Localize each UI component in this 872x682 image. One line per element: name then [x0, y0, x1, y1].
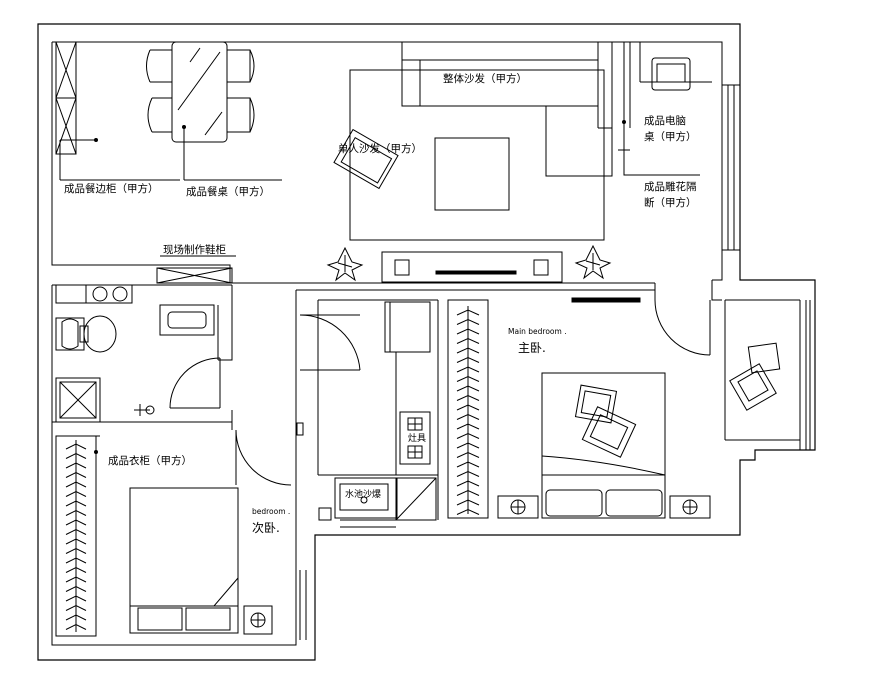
label-second-en: bedroom . [252, 507, 290, 516]
label-armchair: 单人沙发（甲方） [338, 142, 422, 155]
hanger-mark [65, 500, 87, 507]
hanger-mark [65, 576, 87, 583]
label-computer-desk-2: 桌（甲方） [644, 130, 697, 143]
sideboard-leader [59, 140, 180, 181]
label-cooktop: 灶具 [408, 432, 426, 444]
nightstands [497, 495, 711, 519]
hanger-mark [456, 432, 480, 439]
hanger-mark [456, 318, 480, 325]
hanger-mark [65, 509, 87, 516]
hanger-mark [456, 461, 480, 468]
second-bed [129, 487, 273, 635]
label-second-cn: 次卧. [252, 521, 280, 535]
hanger-mark [65, 490, 87, 497]
hanger-mark [456, 394, 480, 401]
sideboard [55, 41, 98, 155]
windows [295, 84, 740, 640]
shoe-cabinet [156, 255, 236, 284]
hanger-mark [456, 442, 480, 449]
wardrobe-master [447, 299, 489, 519]
label-partition-1: 成品雕花隔 [644, 180, 697, 193]
rug [349, 69, 605, 241]
hanger-mark [65, 547, 87, 554]
hanger-mark [65, 528, 87, 535]
hanger-mark [65, 566, 87, 573]
label-master-en: Main bedroom . [508, 327, 567, 336]
hanger-mark [65, 443, 87, 450]
armchair [333, 128, 399, 190]
hanger-mark [65, 519, 87, 526]
hanger-mark [456, 480, 480, 487]
hanger-mark [65, 595, 87, 602]
hanger-mark [456, 337, 480, 344]
label-sideboard: 成品餐边柜（甲方） [64, 182, 159, 195]
kitchen [299, 299, 439, 536]
label-dining-table: 成品餐桌（甲方） [186, 185, 270, 198]
second-bedroom-door [235, 429, 292, 486]
dining-chairs [146, 49, 255, 133]
wardrobe-second [55, 435, 100, 637]
hanger-mark [65, 462, 87, 469]
label-master-cn: 主卧. [518, 341, 546, 355]
hanger-mark [456, 413, 480, 420]
balcony [724, 299, 815, 451]
hanger-mark [65, 614, 87, 621]
label-sofa: 整体沙发（甲方） [443, 72, 527, 85]
master-door [654, 299, 711, 356]
hanger-mark [456, 404, 480, 411]
hanger-mark [456, 499, 480, 506]
hanger-mark [456, 489, 480, 496]
hangers-second [65, 440, 87, 632]
balcony-chair [729, 342, 781, 411]
label-wardrobe: 成品衣柜（甲方） [108, 454, 192, 467]
hangers-master [456, 306, 480, 515]
hanger-mark [456, 375, 480, 382]
bathroom [52, 284, 233, 430]
hanger-mark [65, 604, 87, 611]
hanger-mark [456, 309, 480, 316]
hanger-mark [456, 385, 480, 392]
hanger-mark [65, 481, 87, 488]
computer-desk [618, 42, 712, 176]
hanger-mark [456, 356, 480, 363]
tv-cabinet [381, 251, 563, 283]
label-sink: 水池沙爆 [345, 488, 381, 500]
dining-table [171, 41, 282, 181]
hanger-mark [456, 366, 480, 373]
label-computer-desk-1: 成品电脑 [644, 114, 686, 127]
hanger-mark [65, 471, 87, 478]
sofa [401, 41, 613, 177]
hanger-mark [65, 623, 87, 630]
hanger-mark [456, 508, 480, 515]
hanger-mark [456, 347, 480, 354]
label-shoe-cabinet: 现场制作鞋柜 [163, 243, 226, 256]
hanger-mark [65, 538, 87, 545]
label-partition-2: 断（甲方） [644, 196, 697, 209]
master-bed [541, 372, 666, 519]
hanger-mark [65, 585, 87, 592]
master-tv [571, 297, 641, 303]
hanger-mark [456, 470, 480, 477]
hanger-mark [456, 328, 480, 335]
plants [326, 244, 612, 282]
hanger-mark [65, 557, 87, 564]
outer-walls [37, 23, 816, 661]
hanger-mark [456, 451, 480, 458]
hanger-mark [456, 423, 480, 430]
hanger-mark [65, 452, 87, 459]
